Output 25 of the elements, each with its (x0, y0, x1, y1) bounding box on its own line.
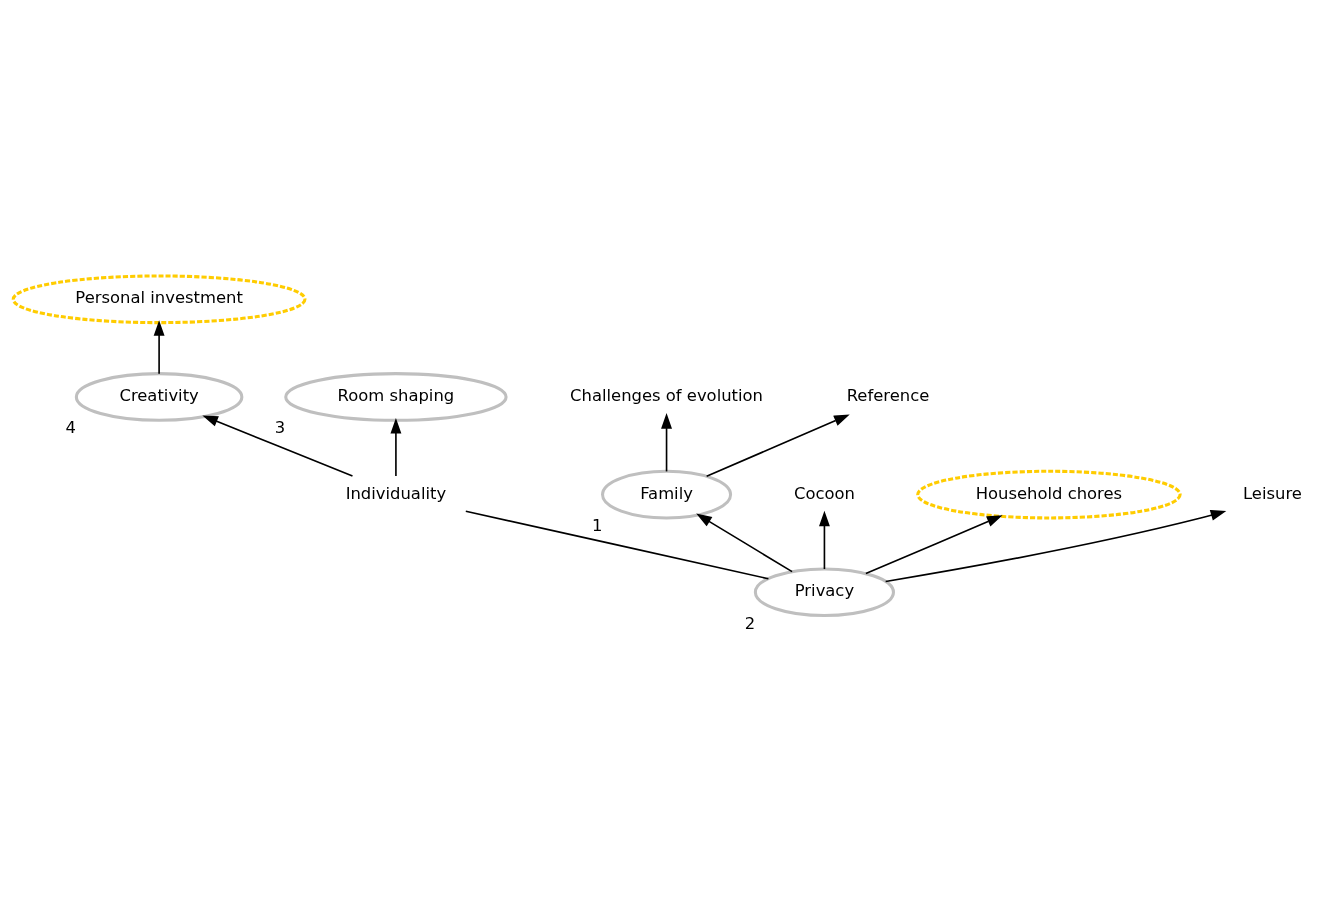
node-text: Challenges of evolution (569, 385, 763, 405)
node-ellipse: Creativity (74, 372, 243, 422)
arrow (705, 414, 850, 478)
node-ellipse: Family (600, 469, 732, 520)
arrow (660, 413, 672, 473)
node-label: 4 (65, 418, 76, 438)
node-label: 2 (744, 613, 755, 633)
node-ellipse: Room shaping (283, 372, 508, 422)
node-label: 1 (591, 515, 602, 535)
arrow (864, 515, 1003, 575)
node-text: Individuality (345, 483, 446, 503)
arrow (884, 510, 1226, 583)
node-text: Leisure (1242, 483, 1302, 503)
node-ellipse: Personal investment (11, 274, 306, 325)
node-ellipse: Privacy (753, 567, 895, 618)
arrow (201, 415, 353, 477)
arrow (818, 510, 830, 570)
node-text: Cocoon (793, 483, 855, 503)
node-text: Reference (846, 385, 929, 405)
node-label: 3 (274, 418, 285, 438)
arrow (153, 320, 165, 375)
connector (464, 510, 769, 580)
node-ellipse: Household chores (915, 469, 1182, 520)
arrow (389, 417, 401, 477)
arrow (695, 513, 793, 573)
